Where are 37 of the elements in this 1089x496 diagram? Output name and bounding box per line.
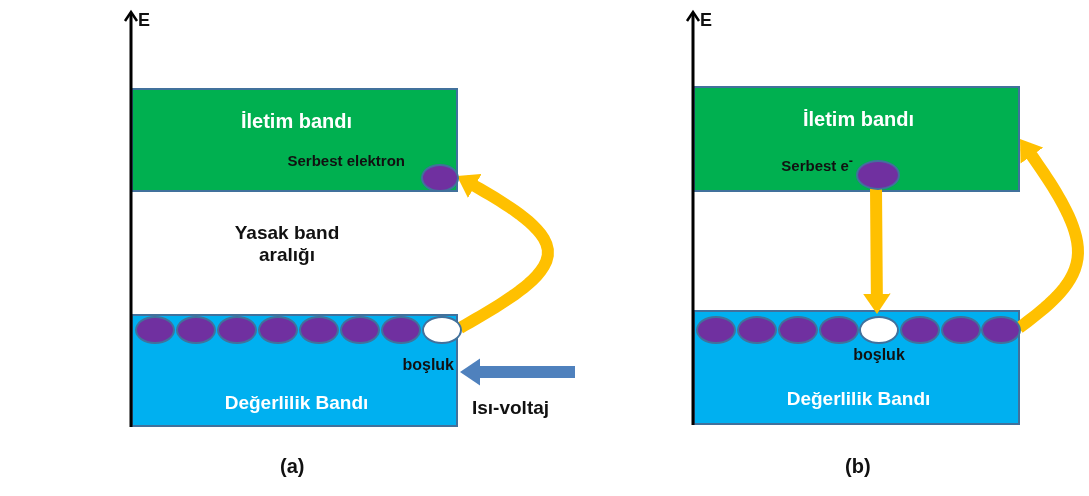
electron-circle <box>135 316 175 344</box>
electron-circle <box>696 316 736 344</box>
gap-label: Yasak band aralığı <box>233 222 341 266</box>
conduction-band <box>131 88 458 192</box>
axis-label: E <box>138 10 150 31</box>
electron-circle <box>381 316 421 344</box>
hole-circle <box>859 316 899 344</box>
conduction-band <box>693 86 1020 192</box>
band-label: Serbest elektron <box>286 152 405 170</box>
band-label: Serbest e$^{-}$ <box>780 154 853 175</box>
electron-circle <box>819 316 859 344</box>
band-title: İletim bandı <box>801 108 916 131</box>
valence-band <box>693 310 1020 425</box>
electron-circle <box>340 316 380 344</box>
curved-arrow <box>1015 139 1084 333</box>
band-label: Değerlilik Bandı <box>223 392 370 414</box>
axis-label: E <box>700 10 712 31</box>
electron-circle <box>737 316 777 344</box>
band-label: Değerlilik Bandı <box>785 388 932 410</box>
electron-circle <box>258 316 298 344</box>
electron-circle <box>176 316 216 344</box>
electron-circle <box>900 316 940 344</box>
band-title: boşluk <box>852 346 906 365</box>
electron-circle <box>856 160 900 190</box>
panel-label: (b) <box>845 455 871 478</box>
electron-circle <box>421 164 459 192</box>
panel-label: (a) <box>280 455 305 478</box>
hole-circle <box>422 316 462 344</box>
electron-circle <box>299 316 339 344</box>
electron-circle <box>941 316 981 344</box>
edge-label: Isı-voltaj <box>472 397 550 419</box>
band-title: boşluk <box>401 356 454 375</box>
band-title: İletim bandı <box>239 110 354 133</box>
electron-circle <box>981 316 1021 344</box>
electron-circle <box>217 316 257 344</box>
curved-arrow <box>457 173 554 334</box>
electron-circle <box>778 316 818 344</box>
